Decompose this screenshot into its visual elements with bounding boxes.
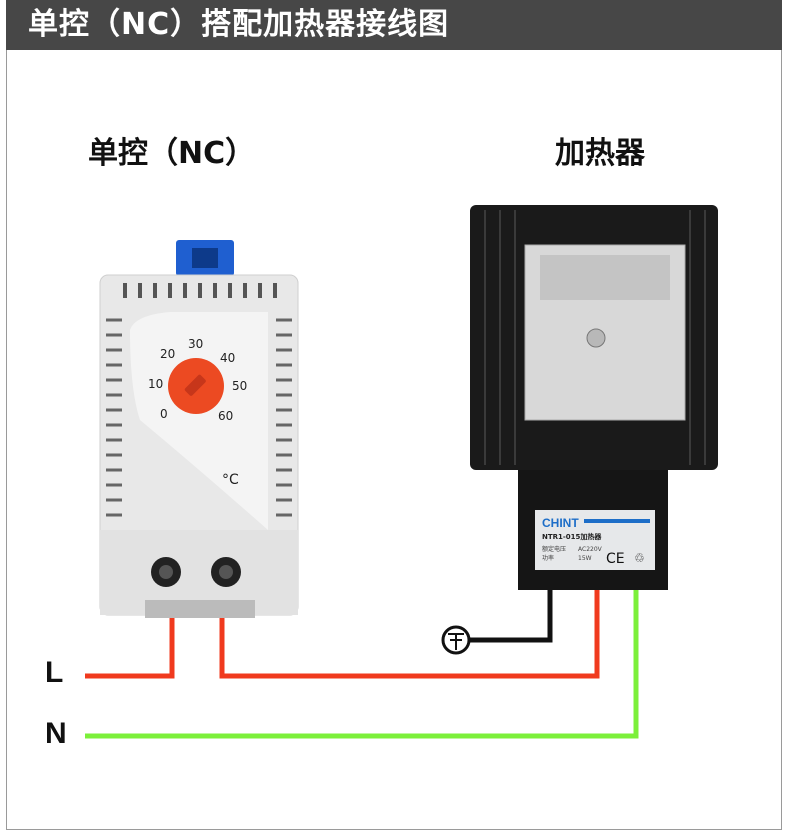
model-label: NTR1-015加热器 xyxy=(542,532,602,541)
brand-logo: CHINT xyxy=(542,516,579,530)
ground-icon xyxy=(441,625,471,655)
screw-icon xyxy=(586,328,606,348)
power-label: 功率 xyxy=(542,554,554,562)
dial-scale: 0 10 20 30 40 50 60 xyxy=(148,337,247,423)
heater: CHINT NTR1-015加热器 额定电压 AC220V 功率 15W CE … xyxy=(470,205,718,590)
scale-30: 30 xyxy=(188,337,203,351)
scale-40: 40 xyxy=(220,351,235,365)
voltage-label: 额定电压 xyxy=(542,545,566,553)
neutral-wire xyxy=(85,585,639,739)
ground-wire xyxy=(470,585,553,643)
ce-mark-icon: CE xyxy=(606,551,625,567)
scale-10: 10 xyxy=(148,377,163,391)
page-title: 单控（NC）搭配加热器接线图 xyxy=(6,0,782,50)
power-value: 15W xyxy=(578,555,592,562)
scale-20: 20 xyxy=(160,347,175,361)
thermostat-title: 单控（NC） xyxy=(88,136,256,171)
unit-label: °C xyxy=(222,472,239,488)
live-label: L xyxy=(45,656,64,689)
scale-60: 60 xyxy=(218,409,233,423)
live-wire-heater xyxy=(219,585,600,679)
live-wire-in xyxy=(85,618,175,679)
weee-bin-icon: ♲ xyxy=(634,551,645,565)
heater-title: 加热器 xyxy=(555,136,645,171)
scale-0: 0 xyxy=(160,407,168,421)
neutral-label: N xyxy=(45,717,67,750)
frame xyxy=(6,0,782,830)
scale-50: 50 xyxy=(232,379,247,393)
thermostat: 0 10 20 30 40 50 60 °C xyxy=(99,240,299,618)
voltage-value: AC220V xyxy=(578,546,603,553)
